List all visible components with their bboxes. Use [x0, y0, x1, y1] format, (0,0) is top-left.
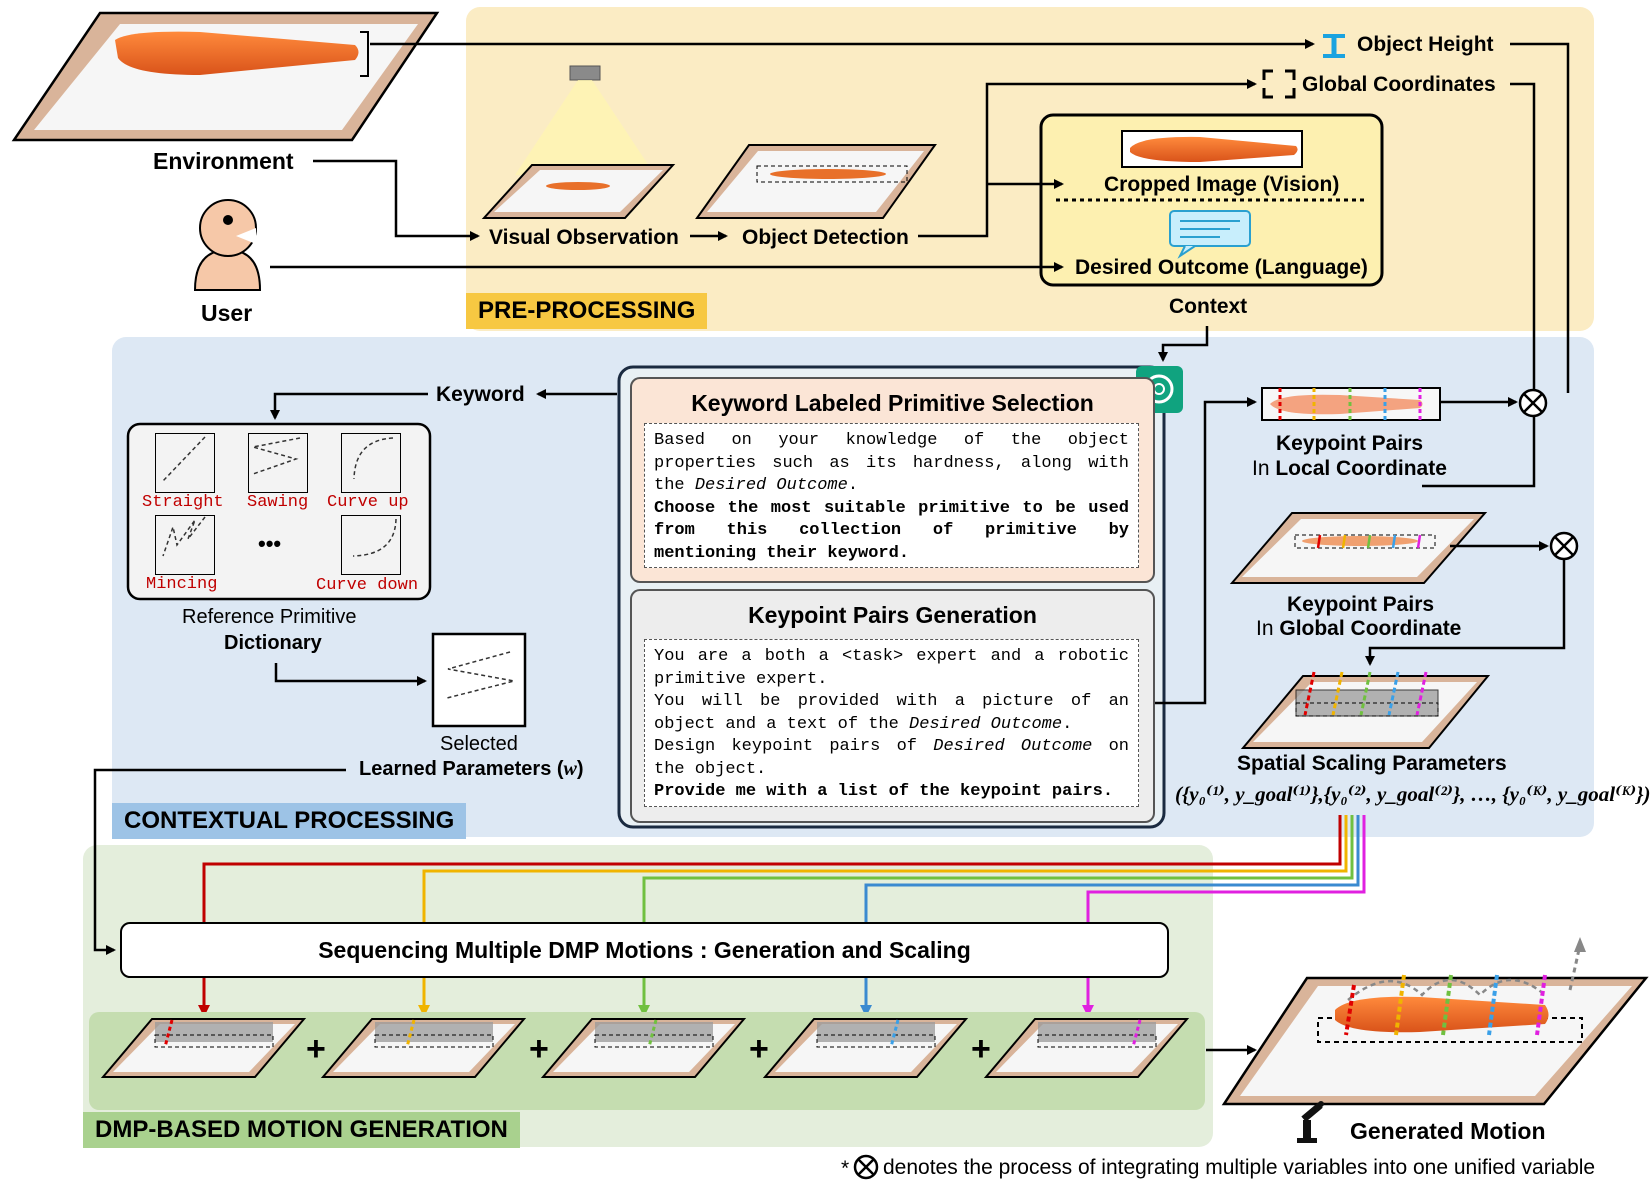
primitive-curve-down-cell — [341, 515, 401, 575]
primitive-curve-down-label: Curve down — [316, 576, 419, 595]
selected-label: Selected — [440, 733, 518, 755]
visual-observation-label: Visual Observation — [489, 226, 679, 249]
footnote-prefix: * — [841, 1157, 850, 1180]
context-label: Context — [1169, 295, 1248, 318]
dictionary-label-1: Reference Primitive — [182, 606, 357, 628]
primitive-straight-label: Straight — [142, 493, 224, 512]
cropped-image-label: Cropped Image (Vision) — [1104, 173, 1340, 196]
sequencing-box: Sequencing Multiple DMP Motions : Genera… — [120, 922, 1169, 978]
spatial-scaling-tray — [1240, 671, 1491, 749]
primitive-sawing-label: Sawing — [247, 493, 309, 512]
primitive-selection-prompt: Keyword Labeled Primitive Selection Base… — [630, 377, 1155, 583]
kp-local-label-1: Keypoint Pairs — [1276, 432, 1424, 455]
global-coordinates-label: Global Coordinates — [1302, 73, 1496, 96]
learned-parameters-label: Learned Parameters (w) — [359, 758, 584, 780]
environment-tray — [11, 11, 440, 142]
preprocessing-tag: PRE-PROCESSING — [466, 293, 708, 329]
user-label: User — [201, 300, 253, 326]
camera-icon — [515, 65, 655, 175]
dictionary-label-2: Dictionary — [224, 632, 322, 654]
plus-sign-2: + — [529, 1030, 549, 1068]
otimes-icon — [1549, 531, 1579, 561]
visual-observation-tray — [481, 164, 676, 219]
dmp-trays — [100, 1018, 1190, 1078]
primitive-ellipsis: ••• — [258, 531, 282, 556]
plus-sign-1: + — [306, 1030, 326, 1068]
otimes-icon — [853, 1154, 879, 1180]
plus-sign-4: + — [971, 1030, 991, 1068]
dmp-tag: DMP-BASED MOTION GENERATION — [83, 1112, 520, 1148]
keypoint-generation-title: Keypoint Pairs Generation — [748, 602, 1037, 628]
primitive-straight-cell — [155, 433, 215, 493]
primitive-curve-up-label: Curve up — [327, 493, 409, 512]
kp-global-label-1: Keypoint Pairs — [1287, 593, 1435, 616]
primitive-mincing-cell — [155, 515, 215, 575]
height-icon — [1323, 34, 1345, 58]
footnote-text: denotes the process of integrating multi… — [883, 1156, 1596, 1179]
keyword-label: Keyword — [436, 383, 525, 406]
kp-local-label-2: In Local Coordinate — [1252, 457, 1447, 480]
robot-arm-icon — [1297, 1101, 1324, 1143]
primitive-mincing-label: Mincing — [146, 575, 218, 594]
keypoint-generation-text: You are a both a <task> expert and a rob… — [644, 639, 1139, 807]
contextual-tag: CONTEXTUAL PROCESSING — [112, 803, 467, 839]
primitive-selection-text: Based on your knowledge of the object pr… — [644, 423, 1139, 568]
context-box — [1039, 113, 1384, 287]
otimes-icon — [1518, 388, 1548, 418]
object-detection-tray — [695, 144, 937, 219]
object-detection-label: Object Detection — [742, 226, 909, 249]
generated-motion-tray — [1221, 937, 1649, 1106]
global-coordinates-icon — [1262, 69, 1296, 99]
environment-label: Environment — [153, 148, 294, 174]
spatial-scaling-formula: ({y₀⁽¹⁾, y_goal⁽¹⁾},{y₀⁽²⁾, y_goal⁽²⁾}, … — [1175, 782, 1651, 806]
primitive-selection-title: Keyword Labeled Primitive Selection — [691, 390, 1094, 416]
generated-motion-label: Generated Motion — [1350, 1118, 1546, 1144]
global-keypoints-tray — [1229, 512, 1488, 584]
primitive-curve-up-cell — [341, 433, 401, 493]
desired-outcome-label: Desired Outcome (Language) — [1075, 256, 1368, 279]
keypoint-generation-prompt: Keypoint Pairs Generation You are a both… — [630, 589, 1155, 823]
spatial-scaling-label: Spatial Scaling Parameters — [1237, 752, 1507, 775]
kp-global-label-2: In Global Coordinate — [1256, 617, 1462, 640]
user-icon — [193, 199, 262, 291]
local-keypoints-image — [1261, 387, 1441, 421]
primitive-sawing-cell — [248, 433, 308, 493]
primitive-glyphs — [162, 436, 397, 557]
plus-sign-3: + — [749, 1030, 769, 1068]
object-height-label: Object Height — [1357, 33, 1494, 56]
